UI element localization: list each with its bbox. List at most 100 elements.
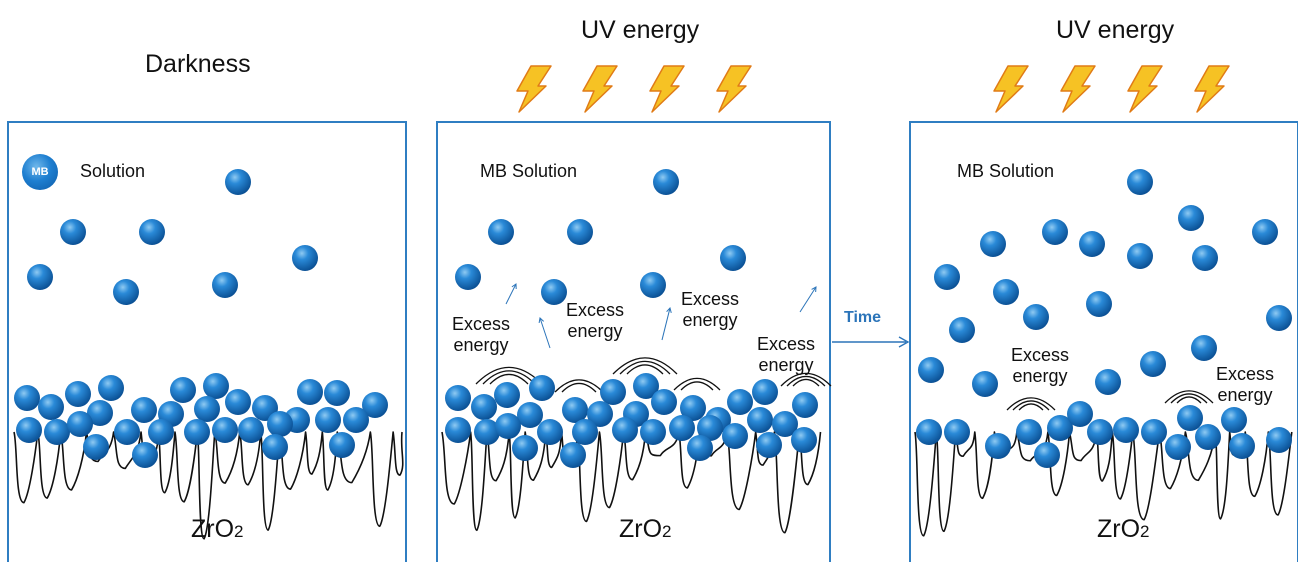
- excess-line2: energy: [453, 335, 509, 355]
- energy-wave-arc: [786, 375, 826, 387]
- mb-molecule: [1023, 304, 1049, 330]
- mb-molecule: [225, 169, 251, 195]
- mb-molecule: [747, 407, 773, 433]
- mb-molecule: [98, 375, 124, 401]
- excess-line1: Excess: [1011, 345, 1070, 365]
- mb-molecule: [131, 397, 157, 423]
- mb-molecule: [238, 417, 264, 443]
- excess-line2: energy: [567, 321, 623, 341]
- mb-molecule: [567, 219, 593, 245]
- mb-molecule: [600, 379, 626, 405]
- mb-molecule: [934, 264, 960, 290]
- excess-energy-label: Excess energy: [452, 314, 510, 356]
- mb-molecule: [65, 381, 91, 407]
- mb-molecule: [1047, 415, 1073, 441]
- mb-molecule: [1034, 442, 1060, 468]
- mb-molecule: [1086, 291, 1112, 317]
- substrate-subscript: 2: [234, 522, 244, 541]
- mb-molecule: [587, 401, 613, 427]
- arrow-icon: [539, 317, 551, 349]
- energy-wave-arc: [1018, 403, 1044, 411]
- mb-molecule: [1095, 369, 1121, 395]
- energy-wave-arc: [626, 364, 664, 375]
- arrow-icon: [666, 306, 672, 313]
- mb-molecule: [1266, 305, 1292, 331]
- mb-molecule: [1140, 351, 1166, 377]
- energy-wave-arc: [792, 378, 820, 387]
- panel-frame: [436, 121, 831, 562]
- mb-molecule: [1191, 335, 1217, 361]
- mb-molecule: [1266, 427, 1292, 453]
- mb-molecule: [44, 419, 70, 445]
- mb-molecule: [980, 231, 1006, 257]
- mb-molecule: [572, 419, 598, 445]
- mb-molecule: [1178, 205, 1204, 231]
- mb-molecule: [537, 419, 563, 445]
- mb-molecule: [14, 385, 40, 411]
- mb-molecule: [262, 434, 288, 460]
- mb-molecule: [329, 432, 355, 458]
- energy-wave-arc: [680, 381, 714, 391]
- arrow-icon: [799, 286, 817, 313]
- mb-molecule: [916, 419, 942, 445]
- excess-line1: Excess: [452, 314, 511, 334]
- lightning-bolt-icon: [993, 65, 1029, 113]
- mb-molecule: [1195, 424, 1221, 450]
- excess-line1: Excess: [566, 300, 625, 320]
- mb-molecule: [225, 389, 251, 415]
- excess-line1: Excess: [1216, 364, 1275, 384]
- mb-molecule: [148, 419, 174, 445]
- mb-molecule: [680, 395, 706, 421]
- excess-energy-label: Excess energy: [681, 289, 739, 331]
- mb-molecule: [38, 394, 64, 420]
- energy-wave-arc: [1006, 397, 1056, 411]
- mb-molecule: [949, 317, 975, 343]
- mb-molecule: [315, 407, 341, 433]
- mb-molecule: [170, 377, 196, 403]
- mb-molecule: [114, 419, 140, 445]
- mb-molecule: [1192, 245, 1218, 271]
- mb-molecule: [633, 373, 659, 399]
- arrow-icon: [898, 336, 910, 348]
- arrow-icon: [661, 307, 671, 341]
- mb-molecule: [792, 392, 818, 418]
- mb-molecule: [1113, 417, 1139, 443]
- mb-molecule: [455, 264, 481, 290]
- mb-molecule: [495, 413, 521, 439]
- lightning-bolt-icon: [1127, 65, 1163, 113]
- mb-molecule-icon: MB: [22, 154, 58, 190]
- mb-molecule: [612, 417, 638, 443]
- energy-wave-arc: [780, 372, 832, 387]
- mb-molecule: [541, 279, 567, 305]
- mb-molecule: [488, 219, 514, 245]
- excess-energy-label: Excess energy: [1216, 364, 1274, 406]
- energy-wave-arc: [1012, 400, 1050, 411]
- mb-molecule: [87, 400, 113, 426]
- panel-frame: [7, 121, 407, 562]
- mb-molecule: [292, 245, 318, 271]
- substrate-formula: ZrO: [619, 515, 663, 543]
- rough-substrate-surface: [441, 431, 822, 534]
- substrate-formula: ZrO: [191, 515, 235, 543]
- mb-molecule: [687, 435, 713, 461]
- mb-molecule: [1221, 407, 1247, 433]
- mb-molecule: [471, 394, 497, 420]
- panel-1-substrate-label: ZrO2: [191, 515, 244, 544]
- energy-wave-arc: [612, 357, 678, 375]
- energy-wave-arc: [482, 370, 536, 385]
- mb-molecule: [1127, 243, 1153, 269]
- energy-wave-arc: [1170, 393, 1208, 404]
- panel-frame: [909, 121, 1298, 562]
- mb-molecule: [1067, 401, 1093, 427]
- mb-molecule: [752, 379, 778, 405]
- mb-molecule: [772, 411, 798, 437]
- excess-line1: Excess: [757, 334, 816, 354]
- lightning-bolt-icon: [1060, 65, 1096, 113]
- mb-molecule: [1079, 231, 1105, 257]
- mb-molecule: [697, 415, 723, 441]
- energy-wave-arc: [673, 377, 721, 391]
- excess-energy-label: Excess energy: [566, 300, 624, 342]
- mb-molecule: [184, 419, 210, 445]
- lightning-bolt-icon: [582, 65, 618, 113]
